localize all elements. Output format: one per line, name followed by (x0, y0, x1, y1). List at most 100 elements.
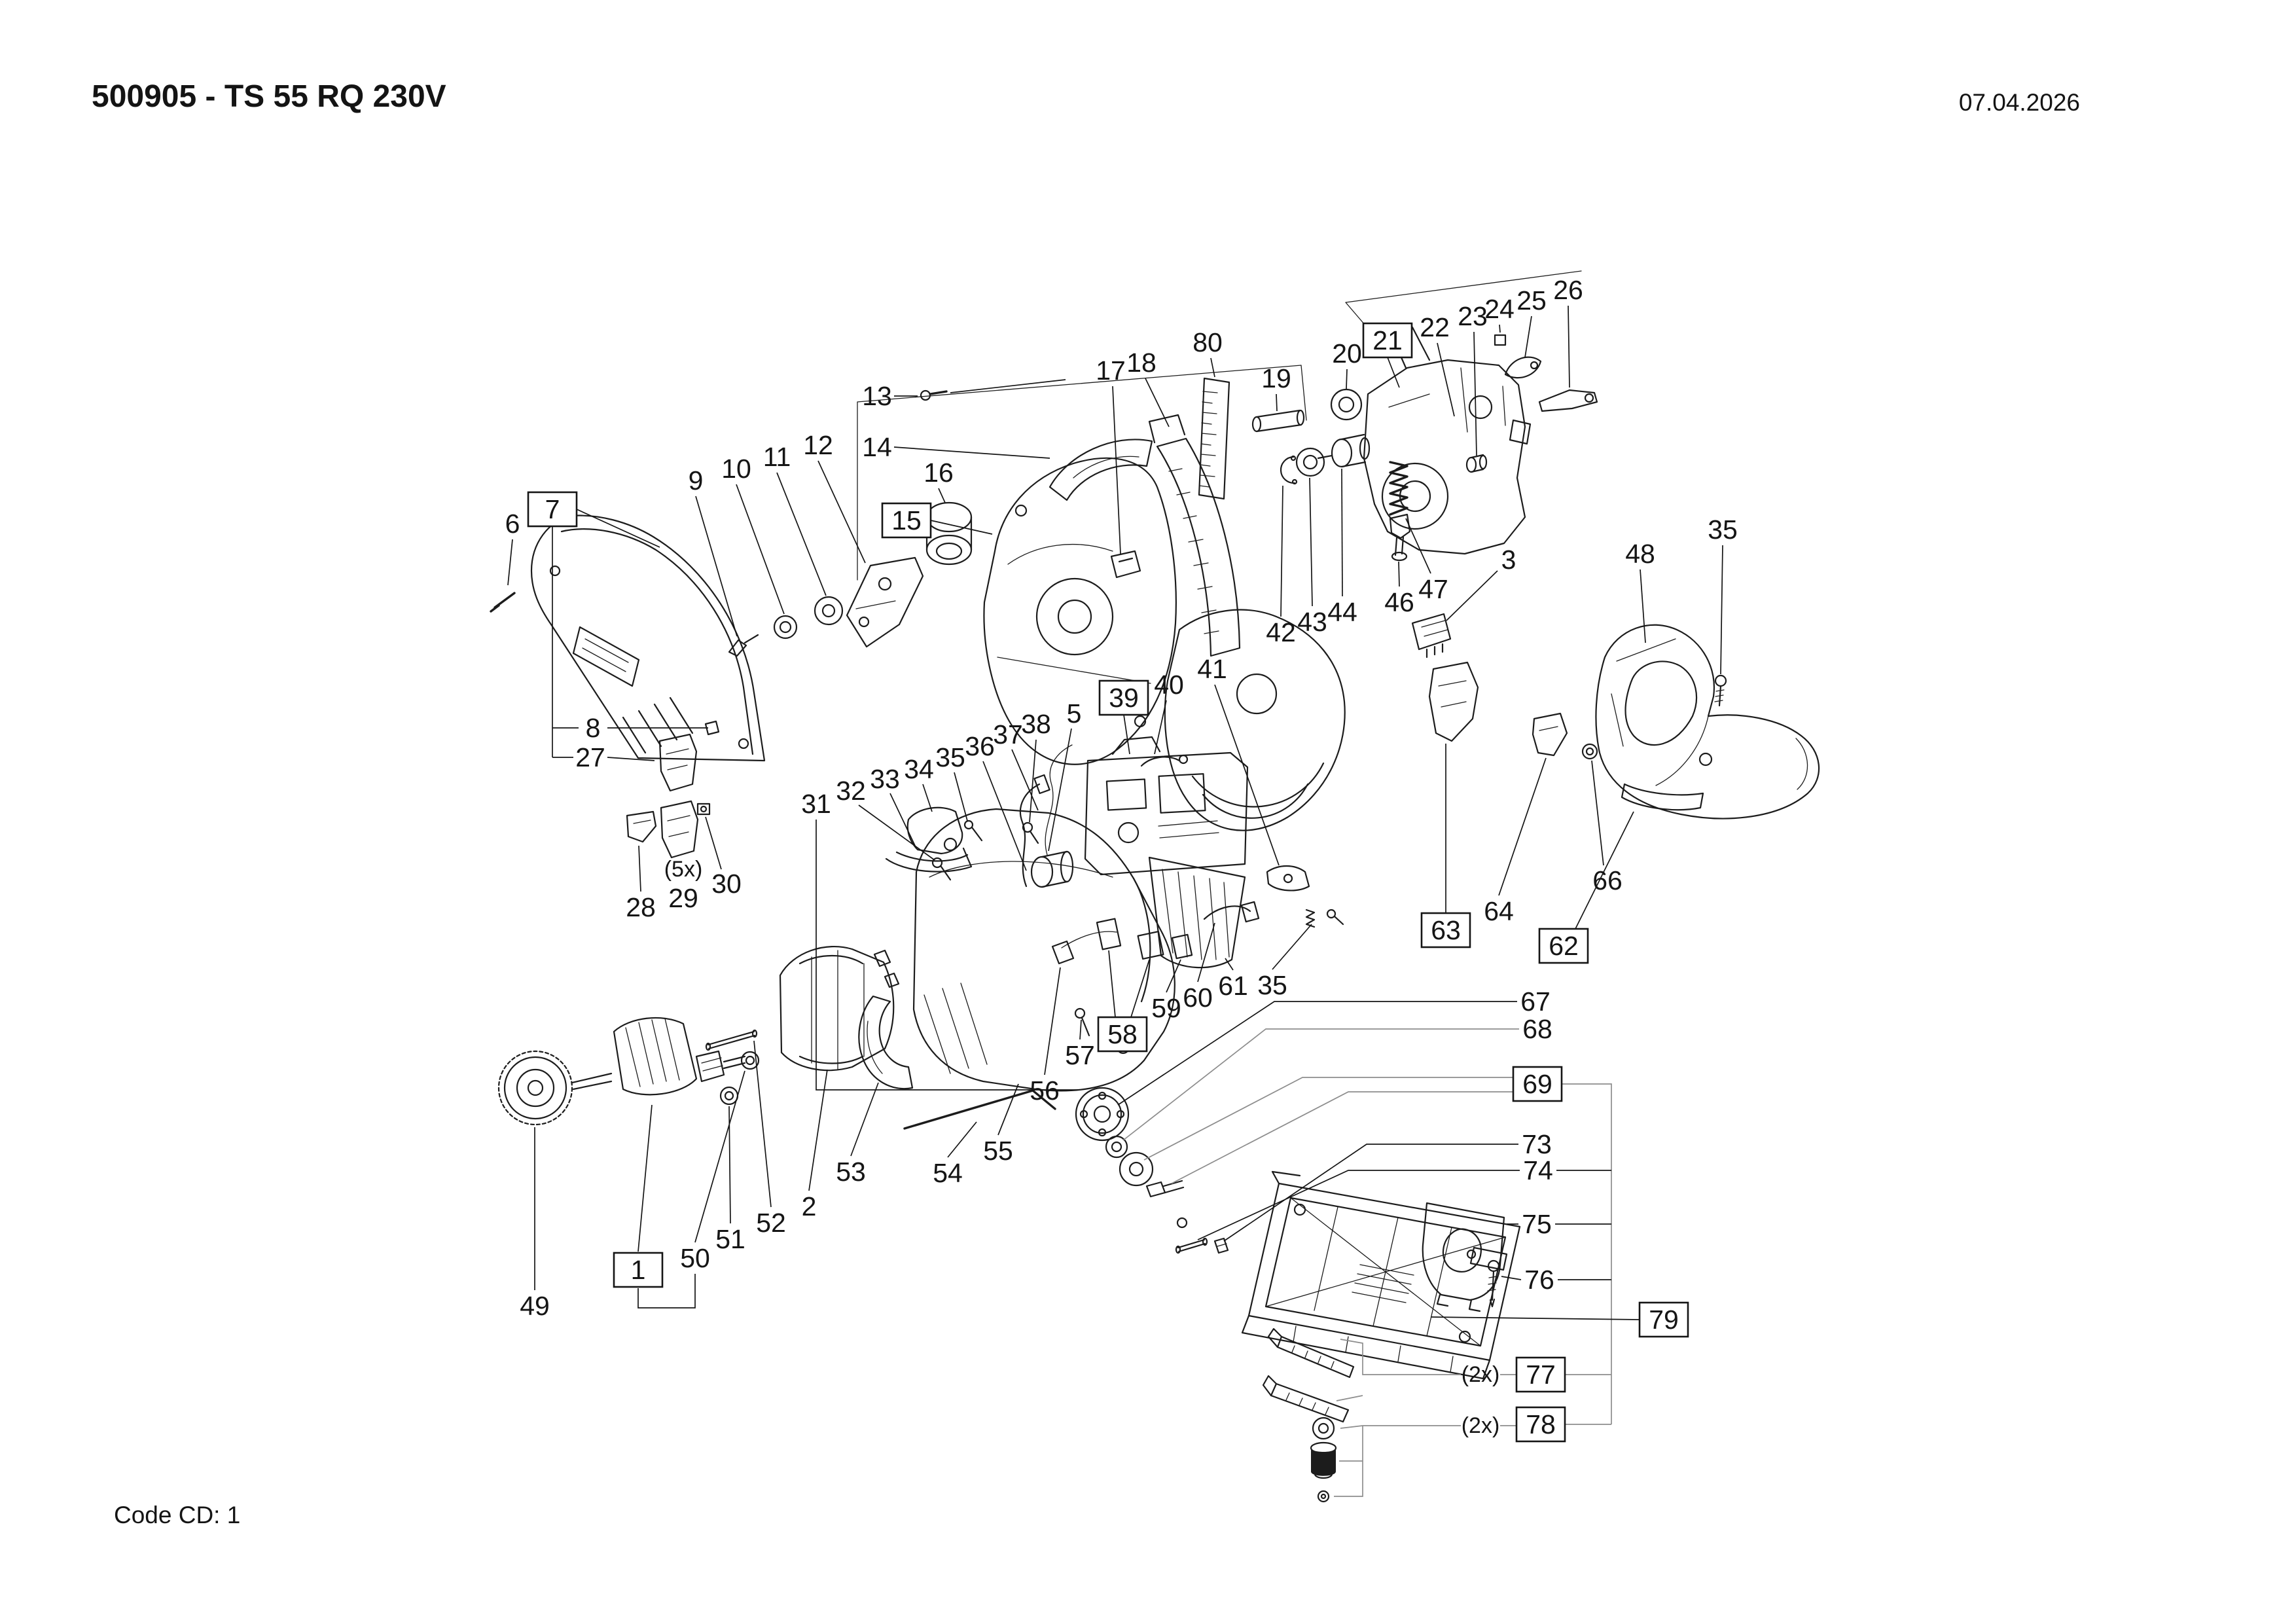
part-label-48: 48 (1625, 539, 1655, 569)
part-label-17: 17 (1096, 355, 1126, 386)
part-label-79: 79 (1649, 1305, 1679, 1335)
part-label-57: 57 (1065, 1040, 1095, 1070)
part-label-14: 14 (862, 432, 892, 462)
leader-line-35 (1720, 545, 1723, 675)
leader-line-22 (1437, 342, 1455, 417)
part-label-54: 54 (933, 1158, 963, 1188)
part-label-32: 32 (836, 776, 866, 806)
part-label-59: 59 (1151, 993, 1181, 1023)
part-label-27: 27 (575, 742, 605, 772)
assembly-box-62 (1538, 928, 1589, 964)
leader-line-17 (1112, 386, 1121, 554)
quantity-label: (5x) (664, 857, 703, 882)
leader-line-34 (922, 784, 933, 812)
leader-line-50 (694, 1070, 745, 1243)
leader-line-66 (1591, 760, 1604, 866)
leader-line-67 (1117, 1001, 1517, 1106)
part-label-67: 67 (1520, 986, 1551, 1017)
leader-line-11 (776, 472, 827, 596)
part-label-52: 52 (756, 1208, 786, 1238)
part-label-37: 37 (993, 719, 1023, 749)
part-label-8: 8 (586, 713, 601, 743)
part-label-76: 76 (1524, 1265, 1554, 1295)
part-label-56: 56 (1030, 1075, 1060, 1106)
leader-line-2x (1340, 1339, 1461, 1375)
part-label-21: 21 (1372, 325, 1403, 355)
leader-lines (507, 305, 1723, 1497)
leader-line-73 (1223, 1144, 1518, 1242)
part-label-38: 38 (1021, 709, 1051, 739)
part-label-25: 25 (1516, 285, 1547, 316)
leader-line-35 (954, 772, 968, 821)
part-drawing-switch (1019, 736, 1344, 1037)
part-label-69: 69 (1522, 1069, 1552, 1099)
assembly-box-58 (1097, 1016, 1148, 1053)
part-label-40: 40 (1154, 670, 1184, 700)
assembly-box-77 (1515, 1356, 1566, 1393)
assembly-box-78 (1515, 1406, 1566, 1443)
assembly-box-15 (881, 502, 932, 539)
leader-line-6 (507, 539, 513, 586)
leader-line-31 (816, 820, 1079, 1091)
leader-line-23 (1473, 331, 1477, 456)
leader-line-38 (1029, 739, 1037, 823)
part-label-74: 74 (1523, 1155, 1553, 1185)
part-label-26: 26 (1553, 275, 1583, 305)
quantity-label: (2x) (1462, 1413, 1500, 1438)
part-label-34: 34 (904, 754, 934, 784)
part-label-63: 63 (1431, 915, 1461, 945)
part-label-31: 31 (801, 789, 831, 819)
page-title: 500905 - TS 55 RQ 230V (92, 79, 446, 114)
part-label-1: 1 (631, 1255, 646, 1285)
part-label-75: 75 (1522, 1209, 1552, 1239)
leader-line-62 (1574, 811, 1634, 931)
leader-line-76 (1501, 1276, 1522, 1280)
leader-line-56 (1044, 967, 1061, 1075)
assembly-box-21 (1362, 322, 1413, 359)
leader-line-13 (950, 379, 1066, 393)
leader-line-37 (1011, 749, 1039, 811)
leader-line-40 (1154, 700, 1167, 755)
assembly-box-79 (1638, 1301, 1689, 1338)
part-label-58: 58 (1107, 1019, 1138, 1049)
part-label-29: 29 (668, 883, 698, 913)
assembly-box-69 (1512, 1066, 1563, 1102)
leader-line-51 (728, 1106, 731, 1224)
leader-line-35 (1272, 924, 1312, 970)
part-label-53: 53 (836, 1157, 866, 1187)
leader-line-79 (1430, 1316, 1640, 1320)
leader-line-2x (1340, 1425, 1461, 1429)
leader-line-57 (1079, 1019, 1082, 1040)
part-label-20: 20 (1332, 338, 1362, 369)
leader-line-26 (1568, 305, 1570, 388)
leader-line-80 (1210, 357, 1215, 378)
part-label-41: 41 (1197, 654, 1227, 684)
leader-line-33 (889, 793, 917, 849)
leader-line-60 (1197, 922, 1215, 983)
leader-line-39 (1123, 714, 1130, 755)
leader-line-68 (1122, 1028, 1519, 1141)
leader-line-36 (982, 761, 1027, 871)
parts-artwork (490, 270, 1820, 1503)
leader-line-25 (1524, 316, 1532, 358)
part-label-5: 5 (1067, 698, 1082, 729)
leader-line-28 (638, 845, 641, 892)
leader-line-59 (1166, 959, 1181, 993)
part-drawing-upper-guard (857, 365, 1346, 831)
part-label-7: 7 (545, 494, 560, 524)
leader-line-7 (576, 509, 660, 548)
assembly-box-39 (1098, 679, 1149, 716)
part-label-33: 33 (870, 764, 900, 794)
leader-line-30 (705, 816, 722, 870)
part-label-77: 77 (1526, 1360, 1556, 1390)
leader-line-18 (1145, 378, 1170, 427)
part-drawing-baseplate (1241, 1170, 1521, 1503)
leader-line-15 (930, 520, 993, 535)
part-drawing-blade-cover (490, 514, 766, 762)
part-drawing-cap (885, 806, 983, 881)
page-date: 07.04.2026 (1958, 89, 2080, 116)
part-label-60: 60 (1183, 983, 1213, 1013)
part-label-12: 12 (803, 430, 833, 460)
part-label-62: 62 (1549, 931, 1579, 961)
